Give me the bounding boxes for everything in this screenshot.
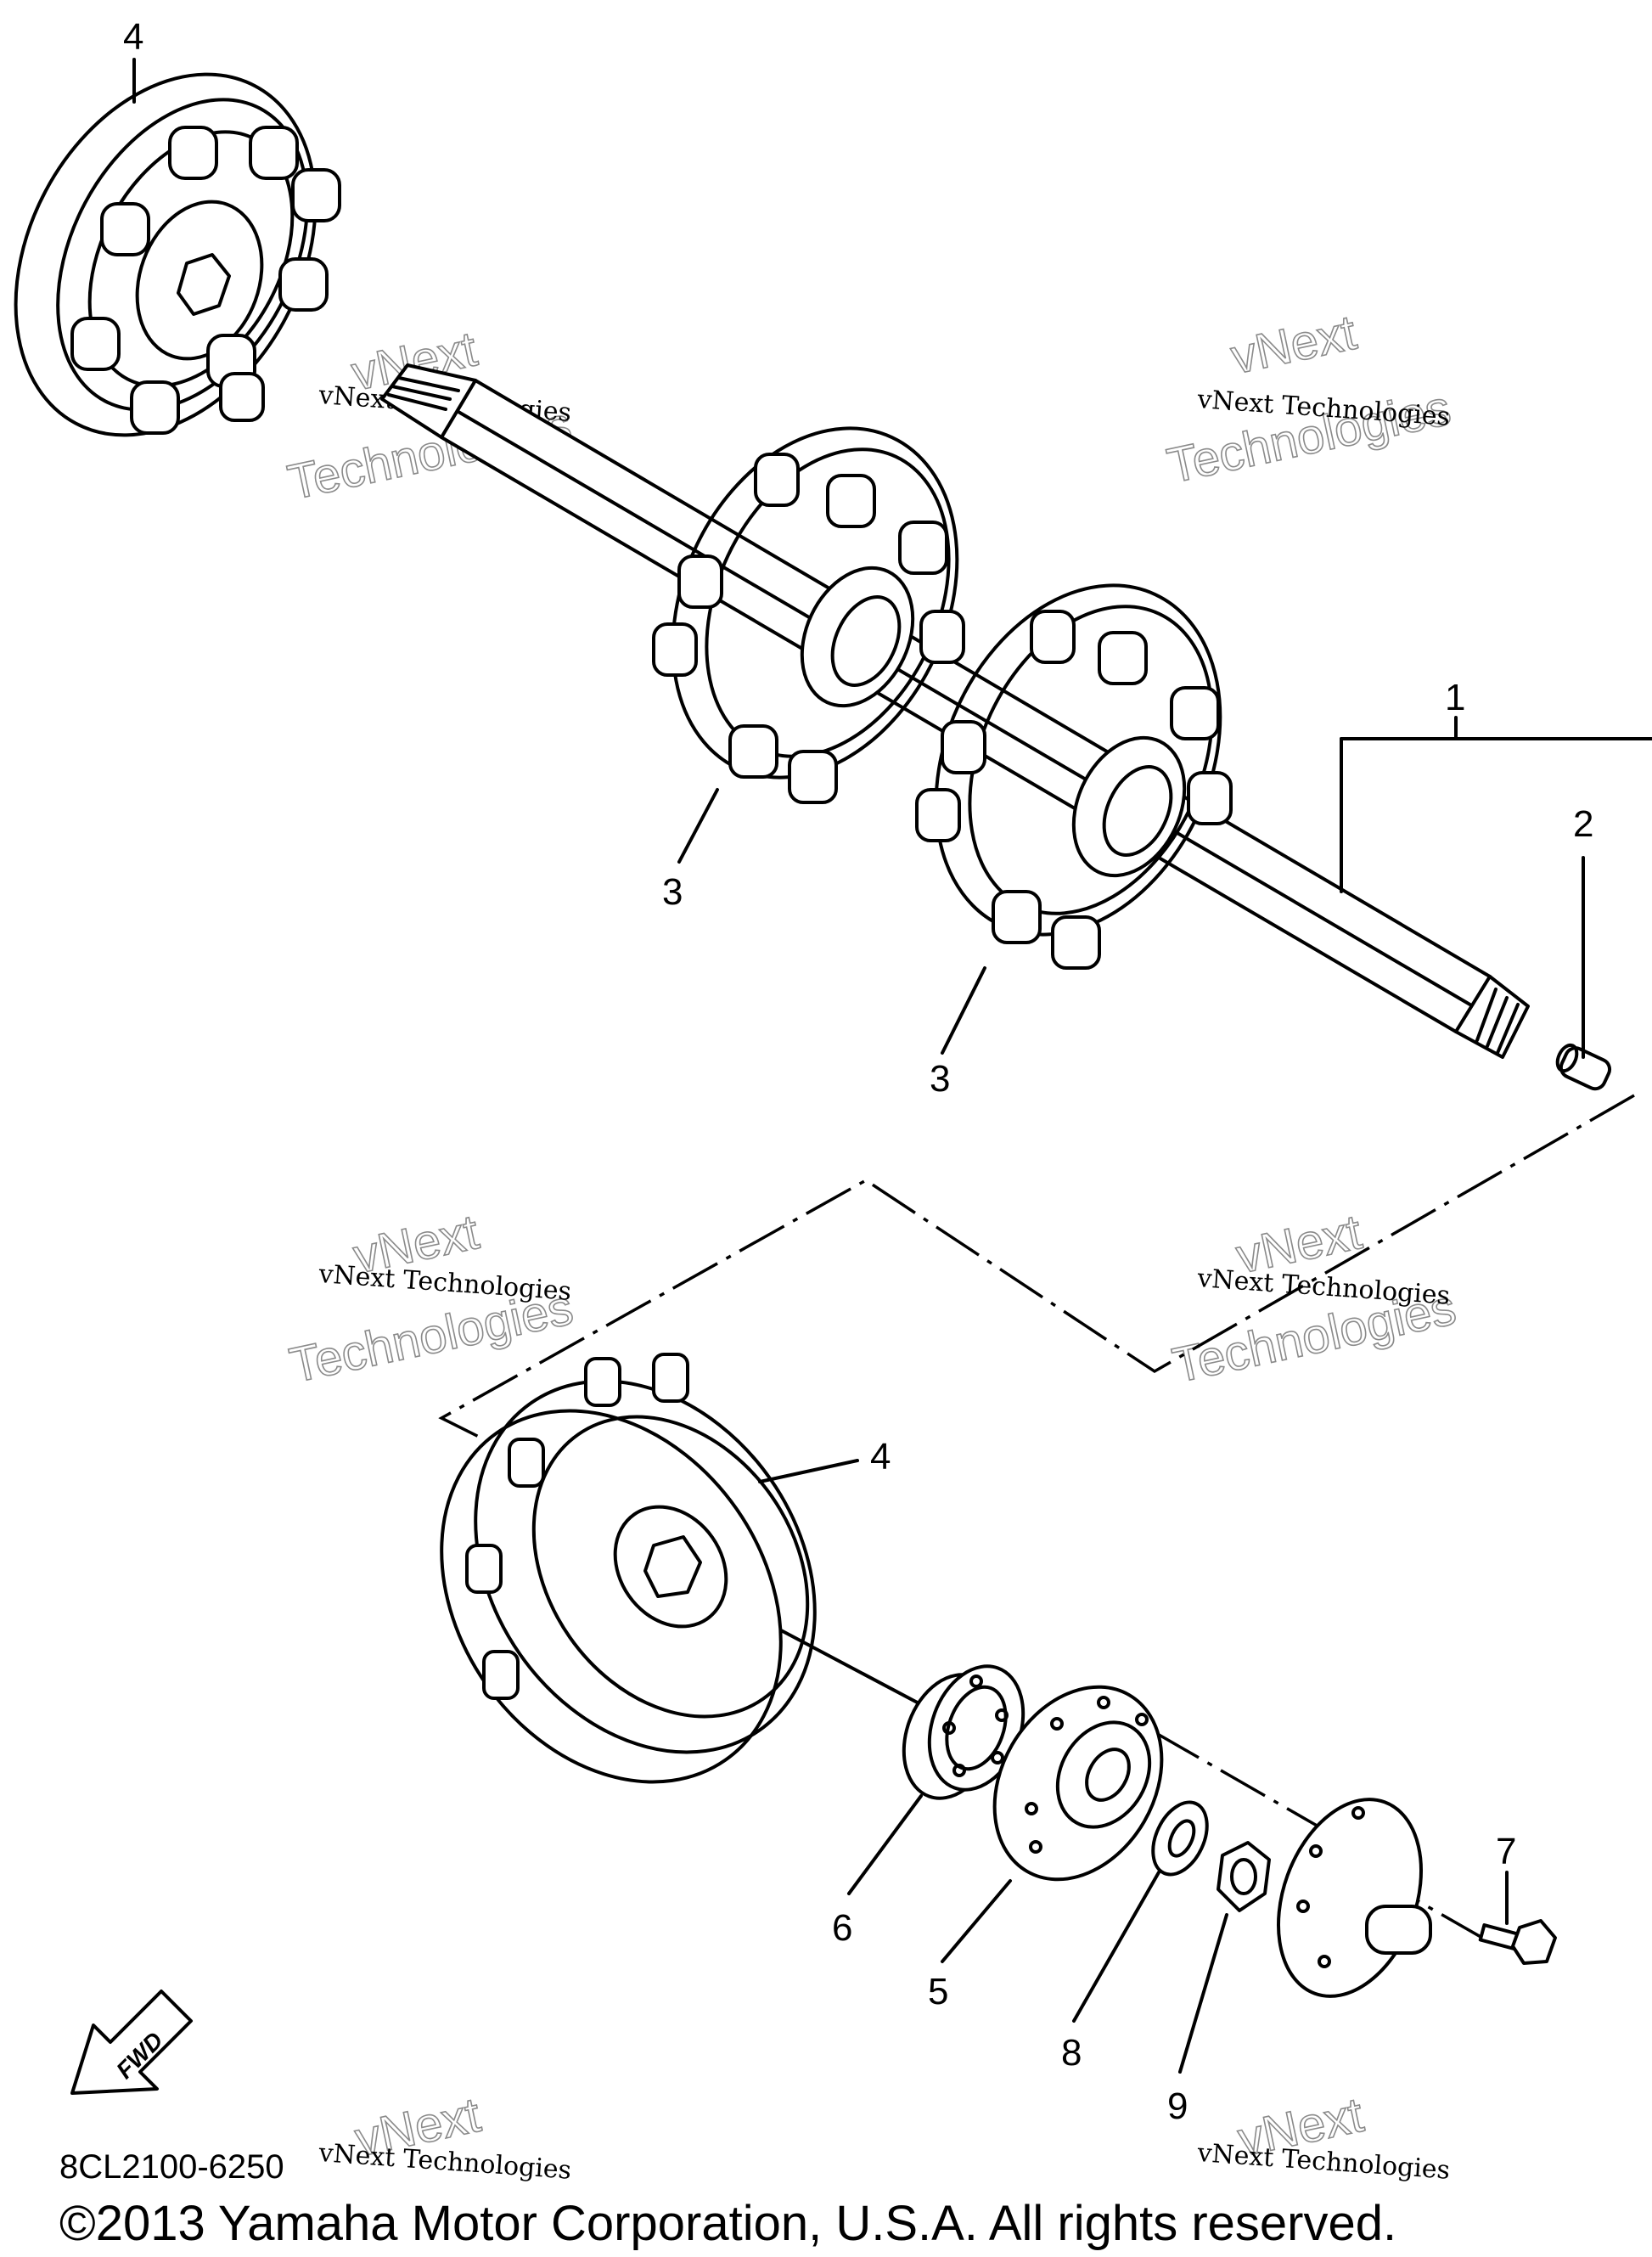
callout-3a: 3 (662, 871, 683, 913)
callout-8: 8 (1061, 2032, 1082, 2074)
bearing-axis-line (779, 1629, 927, 1708)
drive-shaft (380, 363, 1530, 1059)
sprocket-a (652, 426, 965, 804)
leader-5 (941, 1879, 1012, 1963)
copyright-notice: ©2013 Yamaha Motor Corporation, U.S.A. A… (59, 2196, 1397, 2251)
leader-8 (1072, 1871, 1160, 2023)
diagram-part-code: 8CL2100-6250 (59, 2148, 284, 2186)
bearing (902, 1664, 1025, 1800)
callout-3b: 3 (930, 1058, 950, 1100)
callout-2: 2 (1573, 803, 1593, 845)
end-wheel-bottom (440, 1353, 817, 1784)
bolt (1478, 1919, 1557, 1965)
end-sprocket-top (14, 72, 341, 437)
callout-4-bottom: 4 (870, 1436, 891, 1477)
leader-3a (677, 788, 719, 864)
fwd-arrow-icon: FWD (70, 1990, 193, 2095)
leader-3b (941, 966, 986, 1055)
callout-1: 1 (1445, 677, 1465, 718)
hub-cap (1276, 1798, 1432, 1998)
flange-plate (992, 1685, 1164, 1882)
watermark-big-line1: vNext (1227, 305, 1362, 385)
callout-7: 7 (1496, 1831, 1516, 1872)
callout-6: 6 (832, 1907, 852, 1949)
nut (1217, 1841, 1271, 1912)
callout-9: 9 (1167, 2085, 1188, 2127)
leader-9 (1178, 1913, 1228, 2074)
leader-6 (847, 1794, 923, 1895)
washer (1151, 1800, 1209, 1877)
leader-4-bottom (758, 1459, 859, 1483)
callout-4-top: 4 (123, 16, 143, 58)
watermark-small-mid-right: vNext Technologies (1195, 1264, 1451, 1311)
sprocket-b (915, 583, 1233, 970)
callout-5: 5 (928, 1971, 948, 2012)
hub-axis-line (1154, 1731, 1325, 1832)
shaft-plug (1555, 1043, 1612, 1091)
